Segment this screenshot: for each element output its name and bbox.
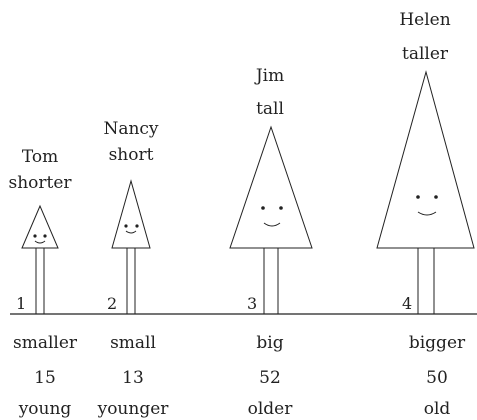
name-label-nancy: Nancy	[103, 119, 158, 139]
age-label-tom: 15	[34, 368, 56, 388]
face-nancy	[124, 224, 139, 234]
number-tom: 1	[16, 294, 26, 313]
number-nancy: 2	[107, 294, 117, 313]
age-label-jim: 52	[259, 368, 281, 388]
tree-crown-nancy	[111, 179, 151, 249]
number-jim: 3	[247, 294, 257, 313]
face-jim	[261, 206, 283, 227]
trunk-nancy	[126, 248, 136, 314]
trunk-tom	[35, 248, 45, 314]
tree-crown-tom	[21, 204, 59, 249]
age-label-helen: 50	[426, 368, 448, 388]
face-helen	[416, 195, 438, 216]
age-word-helen: old	[424, 399, 451, 419]
age-word-jim: older	[248, 399, 294, 419]
number-helen: 4	[402, 294, 412, 313]
name-label-jim: Jim	[254, 66, 284, 86]
height-label-nancy: short	[109, 145, 154, 165]
figure-nancy: Nancy short 2 small 13 younger	[97, 119, 170, 419]
name-label-helen: Helen	[399, 10, 450, 30]
trunk-jim	[263, 248, 279, 314]
height-label-helen: taller	[402, 44, 449, 64]
height-label-tom: shorter	[8, 173, 72, 193]
size-label-jim: big	[256, 333, 283, 353]
age-label-nancy: 13	[122, 368, 144, 388]
age-word-tom: young	[18, 399, 72, 419]
age-word-nancy: younger	[97, 399, 170, 419]
figure-helen: Helen taller 4 bigger 50 old	[376, 10, 475, 419]
size-label-nancy: small	[110, 333, 156, 353]
trunk-helen	[417, 248, 435, 314]
height-label-jim: tall	[256, 99, 284, 119]
figure-tom: Tom shorter 1 smaller 15 young	[8, 147, 77, 419]
size-label-tom: smaller	[13, 333, 78, 353]
face-tom	[33, 234, 47, 244]
size-label-helen: bigger	[409, 333, 466, 353]
figure-jim: Jim tall 3 big 52 older	[229, 66, 313, 419]
tree-crown-helen	[376, 70, 475, 249]
name-label-tom: Tom	[22, 147, 58, 167]
tree-crown-jim	[229, 125, 313, 249]
